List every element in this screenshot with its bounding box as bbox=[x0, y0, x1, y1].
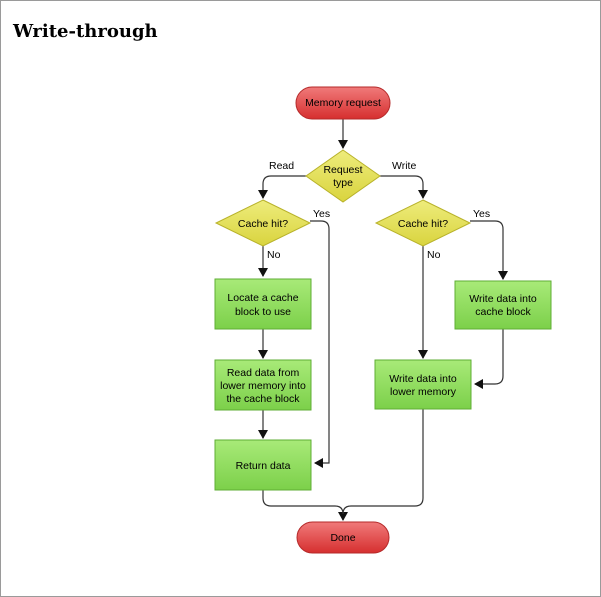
edge-read-branch bbox=[258, 175, 306, 199]
node-done-label: Done bbox=[330, 532, 355, 544]
edge-label-read: Read bbox=[269, 160, 294, 172]
node-write-cache: Write data into cache block bbox=[454, 280, 552, 330]
edge-write-branch bbox=[380, 175, 428, 199]
node-write-cache-label-1: Write data into bbox=[469, 293, 537, 305]
node-cache-hit-write: Cache hit? bbox=[374, 199, 472, 247]
node-write-lower-label-1: Write data into bbox=[389, 373, 457, 385]
node-memory-request: Memory request bbox=[295, 86, 391, 120]
edge-label-write: Write bbox=[392, 160, 416, 172]
edge-label-write-no: No bbox=[427, 249, 441, 261]
node-write-lower-label-2: lower memory bbox=[390, 386, 457, 398]
node-read-data-label-1: Read data from bbox=[227, 367, 300, 379]
page-title: Write-through bbox=[13, 21, 158, 42]
node-cache-hit-read-label: Cache hit? bbox=[238, 218, 288, 230]
node-write-cache-label-2: cache block bbox=[475, 306, 531, 318]
edge-return-to-done bbox=[262, 490, 348, 521]
node-locate-block-label-1: Locate a cache bbox=[227, 292, 298, 304]
node-read-data-label-2: lower memory into bbox=[220, 380, 306, 392]
node-read-data: Read data from lower memory into the cac… bbox=[214, 359, 312, 411]
node-memory-request-label: Memory request bbox=[305, 97, 381, 109]
node-cache-hit-read: Cache hit? bbox=[214, 199, 312, 247]
node-request-type-label-2: type bbox=[333, 177, 353, 189]
edge-write-yes bbox=[470, 220, 508, 280]
node-cache-hit-write-label: Cache hit? bbox=[398, 218, 448, 230]
node-write-lower: Write data into lower memory bbox=[374, 359, 472, 410]
edge-label-read-no: No bbox=[267, 249, 281, 261]
node-request-type: Request type bbox=[305, 149, 381, 203]
node-read-data-label-3: the cache block bbox=[227, 393, 301, 405]
edge-cache-to-lower bbox=[474, 329, 504, 389]
node-request-type-label-1: Request bbox=[323, 164, 362, 176]
edge-lower-to-done bbox=[342, 409, 424, 515]
node-return-data-label: Return data bbox=[236, 460, 291, 472]
node-locate-block-label-2: block to use bbox=[235, 306, 291, 318]
node-return-data: Return data bbox=[214, 439, 312, 491]
edge-label-write-yes: Yes bbox=[473, 208, 490, 220]
edge-read-yes bbox=[310, 220, 330, 468]
node-locate-block: Locate a cache block to use bbox=[214, 278, 312, 330]
edge-label-read-yes: Yes bbox=[313, 208, 330, 220]
node-done: Done bbox=[296, 521, 390, 554]
